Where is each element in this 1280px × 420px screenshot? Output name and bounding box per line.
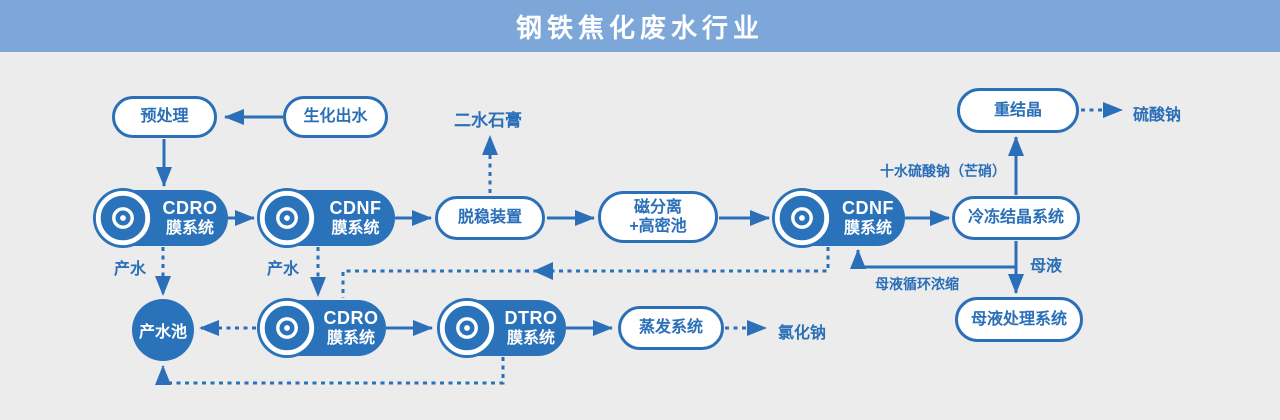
page-title: 钢铁焦化废水行业 [515,12,764,43]
node-freeze-crystallization: 冷冻结晶系统 [952,196,1080,240]
node-evaporation: 蒸发系统 [618,306,724,350]
label-sodium-sulfate: 硫酸钠 [1133,107,1182,124]
node-destabilizer: 脱稳装置 [435,196,545,240]
recycle-arrowhead [533,262,553,280]
node-recrystallization: 重结晶 [957,88,1079,133]
node-magnetic-separation: 磁分离 +高密池 [598,191,718,243]
label-mother-liquor: 母液 [1030,258,1063,275]
label-gypsum: 二水石膏 [454,111,522,130]
label-glauber-salt: 十水硫酸钠（芒硝） [880,163,1006,179]
label-sodium-chloride: 氯化钠 [778,325,827,342]
membrane-disc-icon [256,297,318,359]
label-product-water-2: 产水 [267,261,300,278]
membrane-disc-icon [92,187,154,249]
node-product-water-pool: 产水池 [132,299,194,361]
label-product-water-1: 产水 [114,261,147,278]
line-cdnf2-recycle-to-cdro2 [341,247,830,298]
membrane-disc-icon [771,187,833,249]
label-mother-liquor-recycle: 母液循环浓缩 [875,276,959,292]
node-pretreatment: 预处理 [112,96,217,138]
arrow-ml-recycle-return [850,249,1016,269]
line-dtro-to-pool [155,357,505,385]
membrane-disc-icon [256,187,318,249]
node-bio-effluent: 生化出水 [283,96,388,138]
membrane-disc-icon [436,297,498,359]
title-banner: 钢铁焦化废水行业 [0,0,1280,52]
node-mother-liquor-treatment: 母液处理系统 [955,297,1083,342]
